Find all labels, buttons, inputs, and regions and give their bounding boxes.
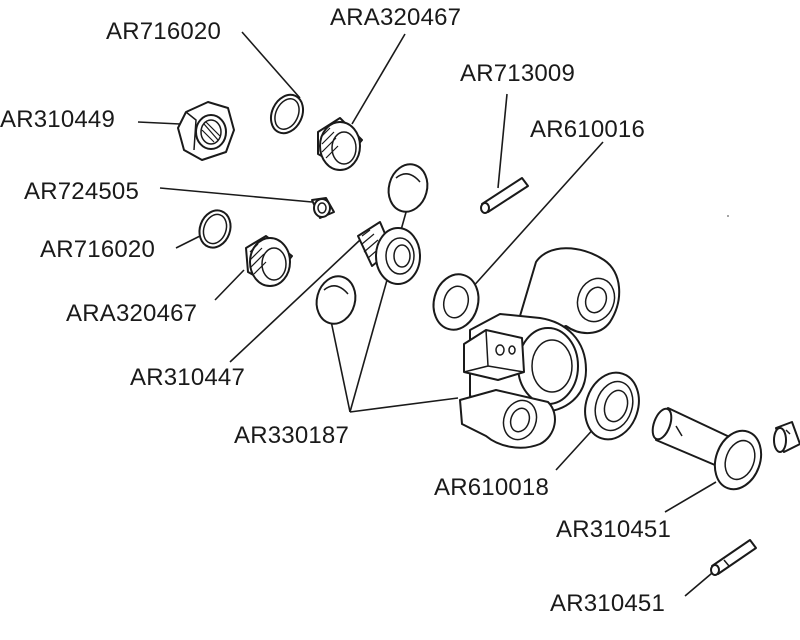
hub-carrier-body: [459, 247, 621, 449]
circlip-ring-top: [269, 93, 305, 135]
label-ar716020-top: AR716020: [106, 18, 222, 45]
axle-flanged: [651, 407, 763, 491]
label-ar310451-mid: AR310451: [556, 516, 672, 543]
flanged-bushing: [357, 221, 421, 285]
label-ar713009: AR713009: [460, 60, 576, 87]
label-ar310451-bottom: AR310451: [550, 590, 666, 617]
label-ar610018: AR610018: [434, 474, 550, 501]
label-ara320467-top: ARA320467: [330, 4, 462, 31]
bearing-610016: [432, 273, 480, 331]
label-ar310449: AR310449: [0, 106, 116, 133]
threaded-bushing-mid: [245, 235, 293, 287]
threaded-bushing-top: [317, 117, 363, 171]
bearing-ring-lower: [315, 275, 357, 325]
label-ar724505: AR724505: [24, 178, 140, 205]
label-ar610016: AR610016: [530, 116, 646, 143]
bearing-610018: [584, 371, 640, 441]
hex-nut: [177, 101, 235, 161]
pin-long: [710, 539, 757, 576]
label-ara320467-mid: ARA320467: [66, 300, 198, 327]
label-ar716020-mid: AR716020: [40, 236, 156, 263]
leader-lines: [137, 31, 719, 597]
set-screw: [311, 197, 335, 219]
label-ar310447: AR310447: [130, 364, 246, 391]
pin-short: [480, 177, 529, 214]
label-ar330187: AR330187: [234, 422, 350, 449]
small-sleeve: [773, 421, 800, 453]
bearing-ring-upper: [387, 163, 429, 213]
circlip-ring-mid: [198, 209, 232, 249]
speck: [727, 215, 729, 217]
